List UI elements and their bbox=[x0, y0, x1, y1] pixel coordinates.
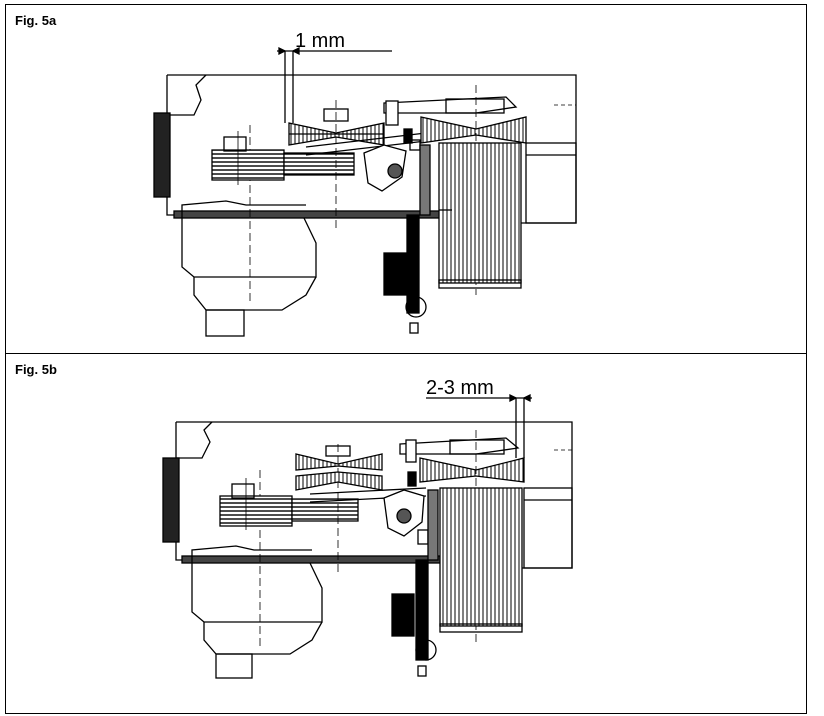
drive-unit-drawing: 1 mm bbox=[153, 30, 577, 337]
dimension-marker bbox=[277, 46, 392, 123]
figure-5a-panel: Fig. 5a bbox=[5, 4, 807, 354]
figure-label: Fig. 5b bbox=[15, 362, 57, 377]
dimension-marker bbox=[426, 393, 532, 458]
dimension-label: 1 mm bbox=[295, 30, 345, 52]
drive-unit-drawing: 2-3 mm bbox=[162, 377, 573, 679]
figure-label: Fig. 5a bbox=[15, 13, 57, 28]
figure-5b-panel: Fig. 5b bbox=[5, 354, 807, 714]
dimension-label: 2-3 mm bbox=[426, 377, 494, 399]
